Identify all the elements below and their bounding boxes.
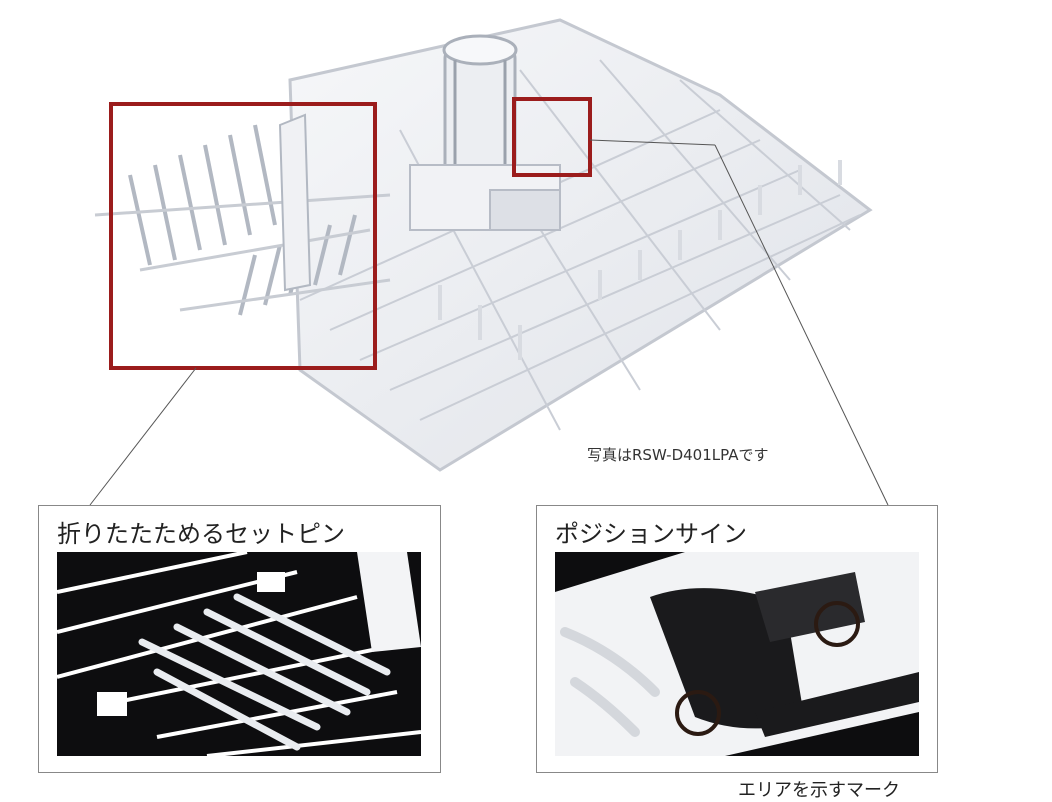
detail-card-folding-pin: 折りたたためるセットピン bbox=[38, 505, 441, 773]
detail-title: 折りたたためるセットピン bbox=[57, 520, 345, 548]
footer-partial-text: エリアを示すマーク bbox=[738, 780, 900, 801]
position-marker-icon bbox=[814, 601, 860, 647]
photo-caption: 写真はRSW-D401LPAです bbox=[587, 446, 769, 464]
highlight-box-folding-pin bbox=[109, 102, 377, 370]
detail-title: ポジションサイン bbox=[555, 520, 747, 548]
highlight-box-position-sign bbox=[512, 97, 592, 177]
folding-pin-section bbox=[94, 113, 391, 316]
folding-pin-closeup-icon bbox=[57, 552, 421, 756]
position-sign-closeup-icon bbox=[555, 552, 919, 756]
position-marker-icon bbox=[675, 690, 721, 736]
rack-photo bbox=[94, 18, 873, 472]
detail-card-position-sign: ポジションサイン bbox=[536, 505, 938, 773]
